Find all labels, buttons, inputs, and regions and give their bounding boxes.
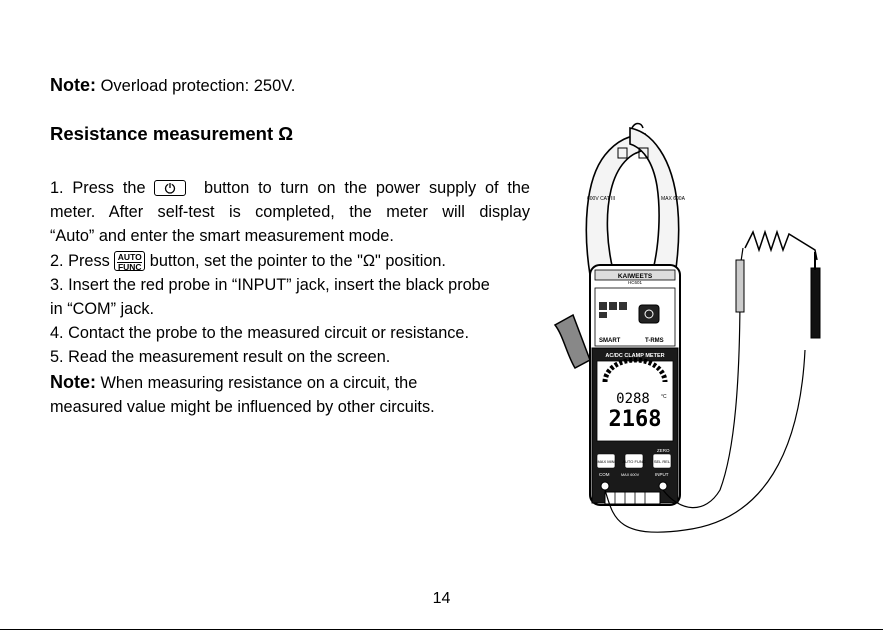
auto-func-button-icon: AUTO FUNC (114, 250, 146, 272)
instructions-body: 1. Press the button to turn on the power… (50, 176, 530, 419)
black-probe (810, 267, 821, 339)
trms-label: T-RMS (645, 338, 664, 344)
step-2-rest: button, set the pointer to the "Ω" posit… (145, 251, 446, 270)
step-1-line-3: “Auto” and enter the smart measurement m… (50, 227, 394, 246)
step-5: 5. Read the measurement result on the sc… (50, 348, 391, 367)
power-knob-icon (638, 304, 660, 324)
power-button-icon (154, 180, 187, 196)
meter-left-text: 600V CAT III MAX 600A (587, 196, 686, 202)
section-heading: Resistance measurement Ω (50, 123, 294, 144)
max-min-button[interactable] (596, 453, 616, 469)
step-1-start: 1. Press the (50, 179, 146, 197)
display-top-reading: 0288 (616, 391, 650, 407)
page-number: 14 (432, 590, 451, 607)
display-main-reading: 2168 (609, 407, 662, 432)
auto-func-button[interactable] (624, 453, 644, 469)
red-probe (735, 259, 745, 313)
bottom-rule (0, 629, 883, 630)
step-3-line-1: 3. Insert the red probe in “INPUT” jack,… (50, 275, 490, 294)
input-jack (658, 481, 668, 491)
smart-label: SMART (599, 338, 621, 344)
max-min-label: MAX MIN (597, 459, 614, 464)
step-1-rest: button to turn on the power supply of th… (195, 179, 530, 197)
auto-label: AUTO (117, 251, 143, 263)
step-2-start: 2. Press (50, 251, 110, 270)
unit-label: °C (661, 394, 667, 400)
auto-func-label: AUTO FUNC (622, 459, 645, 464)
test-leads (604, 229, 818, 533)
note-text: Overload protection: 250V. (96, 77, 296, 95)
note-2-text: When measuring resistance on a circuit, … (96, 373, 418, 392)
step-4: 4. Contact the probe to the measured cir… (50, 324, 470, 343)
sel-rel-label: SEL REL (654, 459, 671, 464)
left-cat-label: 600V CAT III (587, 196, 615, 202)
sel-rel-button[interactable] (652, 453, 672, 469)
com-jack-label: COM (599, 472, 610, 477)
zero-label: ZERO (657, 448, 670, 453)
right-max-label: MAX 600A (661, 196, 686, 202)
note-label: Note: (50, 75, 96, 95)
clamp-jaws (585, 122, 680, 276)
selector-area (594, 287, 676, 347)
note-overload: Note: Overload protection: 250V. (50, 75, 295, 96)
brand-label: KAIWEETS (618, 273, 653, 280)
model-label: HC601 (628, 280, 643, 285)
panel-title: AC/DC CLAMP METER (605, 353, 664, 359)
rating-label: MAX 600V (621, 473, 640, 477)
step-3-line-2: in “COM” jack. (50, 300, 155, 319)
step-2: 2. Press AUTO FUNC button, set the point… (50, 249, 530, 273)
battery-cover (604, 491, 661, 505)
input-jack-label: INPUT (655, 472, 669, 477)
note-2-line-2: measured value might be influenced by ot… (50, 397, 435, 416)
note-2-label: Note: (50, 371, 96, 392)
note-2-line-1: Note: When measuring resistance on a cir… (50, 370, 530, 395)
step-1-line-1: 1. Press the button to turn on the power… (50, 176, 530, 200)
step-1-line-2: meter. After self-test is completed, the… (50, 203, 530, 222)
func-label: FUNC (117, 261, 142, 272)
trigger-lever (553, 313, 591, 369)
clamp-meter-illustration: 600V CAT III MAX 600A KAIWEETS HC601 SMA… (553, 122, 821, 533)
com-jack (600, 481, 610, 491)
